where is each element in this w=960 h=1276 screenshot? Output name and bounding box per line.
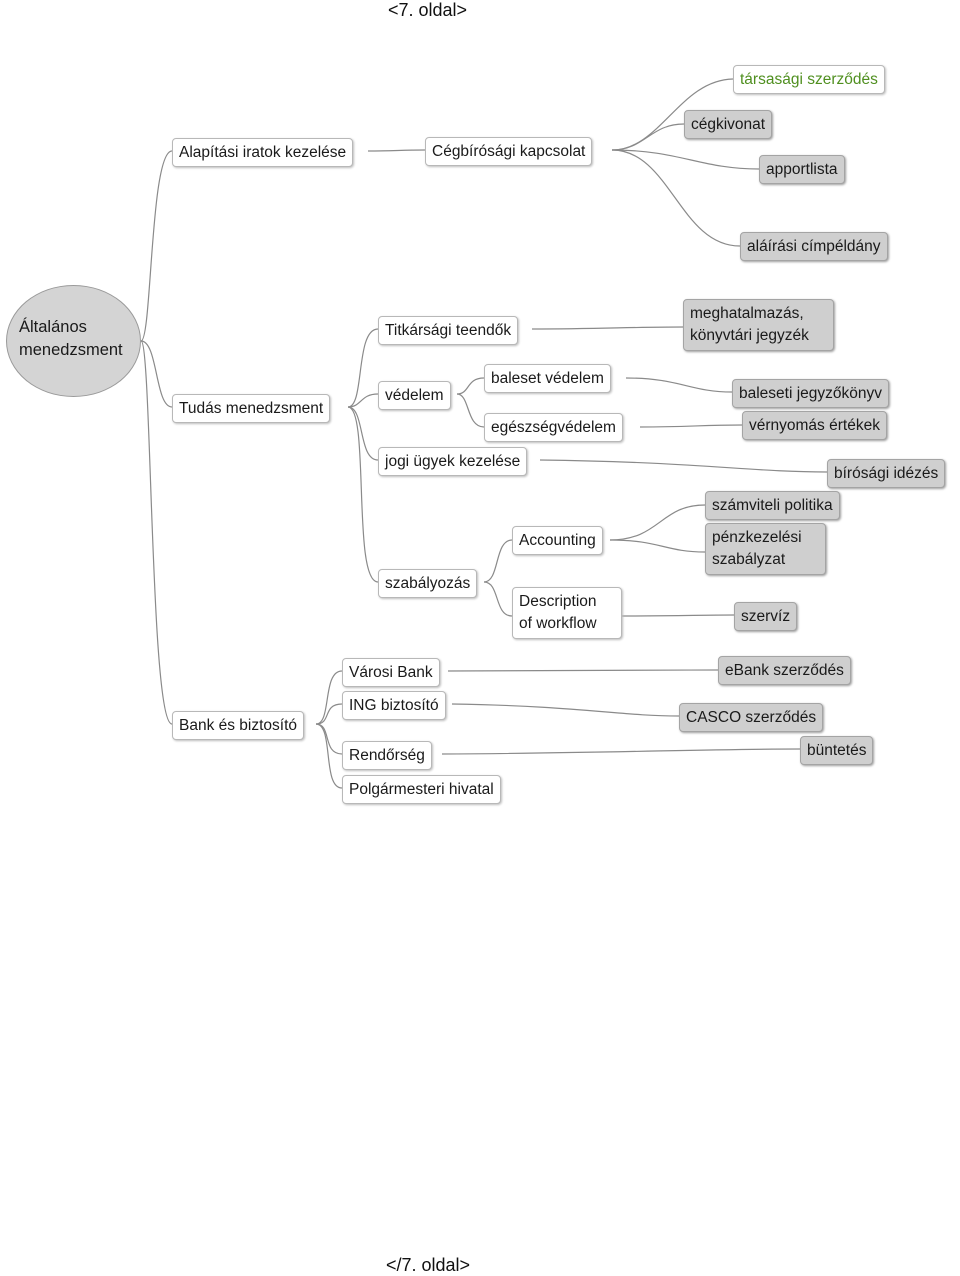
workflow-line1: Description bbox=[519, 593, 597, 610]
meghatalmazas-line2: könyvtári jegyzék bbox=[690, 327, 809, 344]
edge-tudas-vedelem bbox=[347, 393, 379, 408]
node-vernyomas-ertekek[interactable]: vérnyomás értékek bbox=[742, 411, 887, 440]
edge-szab-accounting bbox=[483, 539, 513, 583]
node-meghatalmazas[interactable]: meghatalmazás, könyvtári jegyzék bbox=[683, 299, 834, 351]
edge-jogi-leaf bbox=[539, 459, 828, 473]
node-description-of-workflow[interactable]: Description of workflow bbox=[512, 587, 622, 639]
node-accounting[interactable]: Accounting bbox=[512, 526, 603, 555]
node-baleset-vedelem[interactable]: baleset védelem bbox=[484, 364, 611, 393]
edge-accounting-szamviteli bbox=[609, 504, 706, 541]
edge-tudas-jogi bbox=[347, 406, 379, 461]
edge-szab-workflow bbox=[483, 581, 513, 617]
edge-tudas-titkarsagi bbox=[347, 328, 379, 408]
node-rendorseg[interactable]: Rendőrség bbox=[342, 741, 432, 770]
edge-rendorseg-leaf bbox=[441, 748, 801, 755]
workflow-line2: of workflow bbox=[519, 615, 597, 632]
node-tudas[interactable]: Tudás menedzsment bbox=[172, 394, 331, 423]
node-cegbirosagi[interactable]: Cégbírósági kapcsolat bbox=[425, 137, 593, 166]
edge-varosi-leaf bbox=[447, 669, 719, 672]
node-szerviz[interactable]: szervíz bbox=[734, 602, 798, 631]
node-alairasi-cimpeldany[interactable]: aláírási címpéldány bbox=[740, 232, 888, 261]
root-label-line1: Általános bbox=[19, 318, 87, 336]
node-tarsasagi-szerzodes[interactable]: társasági szerződés bbox=[733, 65, 885, 94]
node-szabalyozas[interactable]: szabályozás bbox=[378, 569, 478, 598]
node-polgarmesteri-hivatal[interactable]: Polgármesteri hivatal bbox=[342, 775, 501, 804]
node-ebank-szerzodes[interactable]: eBank szerződés bbox=[718, 656, 851, 685]
page-header: <7. oldal> bbox=[388, 0, 468, 20]
edge-accounting-penz bbox=[609, 539, 706, 553]
edge-ceg-apportlista bbox=[611, 149, 760, 170]
edge-root-tudas bbox=[140, 340, 173, 408]
node-birosagi-idezes[interactable]: bírósági idézés bbox=[827, 459, 946, 488]
node-szamviteli-politika[interactable]: számviteli politika bbox=[705, 491, 840, 520]
edge-egeszseg-leaf bbox=[639, 424, 743, 428]
edge-ceg-cegkivonat bbox=[611, 123, 685, 151]
node-varosi-bank[interactable]: Városi Bank bbox=[342, 658, 440, 687]
root-node[interactable]: Általános menedzsment bbox=[6, 285, 141, 397]
edge-bank-varosi bbox=[315, 670, 343, 725]
edge-ceg-alairasi bbox=[611, 149, 741, 247]
edge-bank-ing bbox=[315, 703, 343, 725]
edge-ing-leaf bbox=[451, 703, 680, 717]
node-ing-biztosito[interactable]: ING biztosító bbox=[342, 691, 446, 720]
node-bank[interactable]: Bank és biztosító bbox=[172, 711, 305, 740]
node-baleseti-jegyzokonyv[interactable]: baleseti jegyzőkönyv bbox=[732, 379, 890, 408]
node-cegkivonat[interactable]: cégkivonat bbox=[684, 110, 773, 139]
node-jogi-ugyek[interactable]: jogi ügyek kezelése bbox=[378, 447, 528, 476]
edge-tudas-szabalyozas bbox=[347, 406, 379, 583]
edge-bank-rendorseg bbox=[315, 723, 343, 755]
meghatalmazas-line1: meghatalmazás, bbox=[690, 305, 804, 322]
penzkezelesi-line2: szabályzat bbox=[712, 551, 786, 568]
edge-titkarsagi-leaf bbox=[531, 326, 684, 330]
edge-root-bank bbox=[140, 340, 173, 725]
root-label-line2: menedzsment bbox=[19, 341, 123, 359]
edge-baleset-leaf bbox=[625, 377, 733, 393]
node-buntetes[interactable]: büntetés bbox=[800, 736, 874, 765]
penzkezelesi-line1: pénzkezelési bbox=[712, 529, 802, 546]
edge-workflow-szerviz bbox=[621, 614, 735, 617]
edge-root-alapitasi bbox=[140, 150, 173, 342]
node-casco-szerzodes[interactable]: CASCO szerződés bbox=[679, 703, 824, 732]
node-vedelem[interactable]: védelem bbox=[378, 381, 451, 410]
node-egeszsegvedelem[interactable]: egészségvédelem bbox=[484, 413, 623, 442]
page-footer: </7. oldal> bbox=[386, 1255, 471, 1275]
edge-vedelem-egeszseg bbox=[456, 393, 485, 428]
node-titkarsagi[interactable]: Titkársági teendők bbox=[378, 316, 519, 345]
edge-alapitasi-ceg bbox=[367, 149, 426, 152]
node-alapitasi[interactable]: Alapítási iratok kezelése bbox=[172, 138, 354, 167]
node-apportlista[interactable]: apportlista bbox=[759, 155, 845, 184]
edge-vedelem-baleset bbox=[456, 377, 485, 395]
node-penzkezelesi-szabalyzat[interactable]: pénzkezelési szabályzat bbox=[705, 523, 826, 575]
edge-bank-polgarmesteri bbox=[315, 723, 343, 789]
